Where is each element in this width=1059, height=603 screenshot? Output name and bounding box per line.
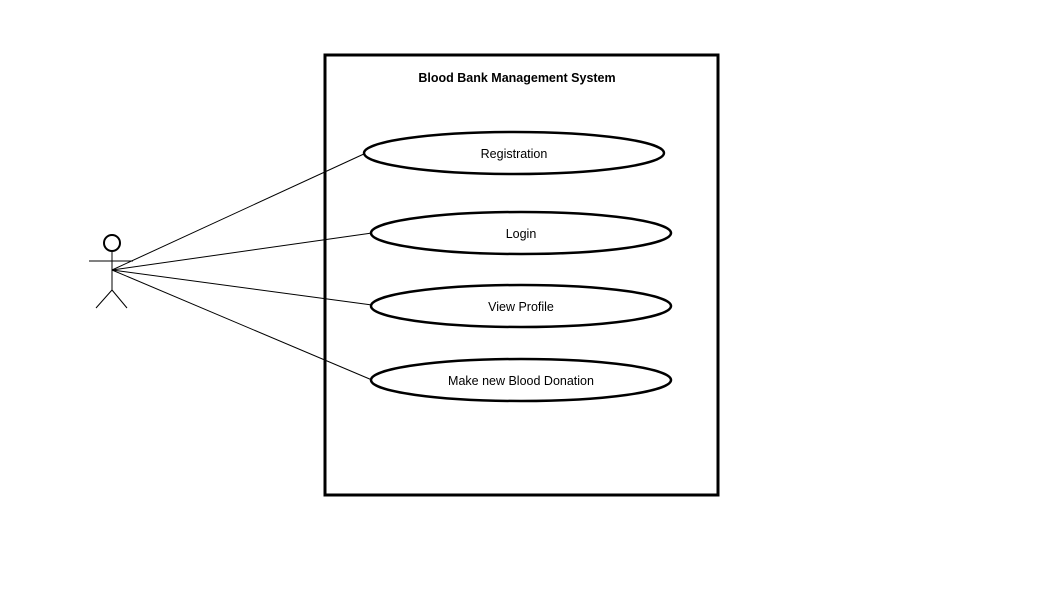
- association-registration: [111, 152, 367, 271]
- use-case-label: View Profile: [488, 300, 554, 314]
- use-case-make-new-blood-donation: Make new Blood Donation: [369, 357, 673, 403]
- association-view-profile: [111, 269, 373, 306]
- system-boundary: [323, 53, 720, 497]
- use-case-ellipse: [369, 210, 673, 256]
- use-case-ellipse: [369, 283, 673, 329]
- association-login: [111, 232, 373, 271]
- association-make-new-blood-donation: [111, 269, 373, 381]
- actor-left-leg: [95, 289, 113, 309]
- use-case-label: Make new Blood Donation: [448, 374, 594, 388]
- use-case-ellipse: [362, 130, 666, 176]
- use-case-ellipse: [369, 357, 673, 403]
- actor: [89, 234, 133, 309]
- use-case-view-profile: View Profile: [369, 283, 673, 329]
- use-case-label: Registration: [481, 147, 548, 161]
- actor-head: [103, 234, 121, 252]
- use-case-registration: Registration: [362, 130, 666, 176]
- actor-right-leg: [111, 289, 128, 309]
- use-case-login: Login: [369, 210, 673, 256]
- use-case-label: Login: [506, 227, 537, 241]
- system-title: Blood Bank Management System: [418, 71, 615, 85]
